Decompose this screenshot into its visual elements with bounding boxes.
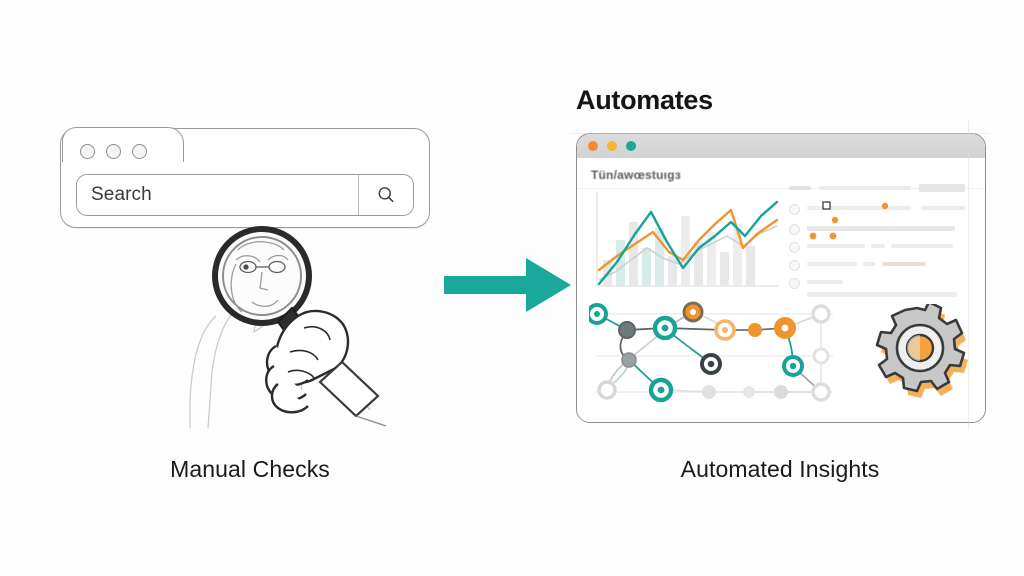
automated-insights-caption: Automated Insights (680, 456, 880, 482)
gear-body (875, 304, 966, 393)
hand-magnifier-sketch (189, 226, 387, 429)
search-input[interactable]: Search (91, 184, 152, 205)
automates-title: Automates (576, 85, 713, 115)
manual-checks-panel: Search (40, 110, 440, 482)
search-browser-sketch: Search (60, 127, 430, 228)
teal-trend-line (597, 200, 779, 286)
search-field[interactable]: Search (76, 174, 414, 216)
minimize-dot[interactable] (607, 141, 617, 151)
minimize-dot[interactable] (106, 144, 121, 159)
right-arrow-icon (444, 258, 571, 312)
orange-trend-line (597, 208, 779, 272)
automated-insights-panel: Automates Tün/awœstuıgз (560, 85, 1000, 482)
dashboard-window: Tün/awœstuıgз (576, 133, 986, 423)
search-icon (378, 187, 394, 203)
graph-nodes (589, 301, 831, 403)
guide-line-vertical (968, 120, 969, 430)
window-dots (588, 141, 636, 151)
search-button[interactable] (358, 175, 413, 215)
manual-checks-caption: Manual Checks (170, 456, 330, 482)
insights-list (789, 184, 971, 302)
maximize-dot[interactable] (626, 141, 636, 151)
close-dot[interactable] (588, 141, 598, 151)
close-dot[interactable] (80, 144, 95, 159)
trend-chart (596, 192, 779, 287)
gear-icon (875, 304, 968, 398)
maximize-dot[interactable] (132, 144, 147, 159)
node-network-graph (589, 301, 833, 403)
window-content: Tün/awœstuıgз (577, 158, 985, 422)
guide-line-horizontal (570, 133, 990, 134)
window-titlebar (577, 134, 985, 159)
browser-dots (80, 144, 147, 159)
dashboard-heading: Tün/awœstuıgз (591, 168, 681, 182)
